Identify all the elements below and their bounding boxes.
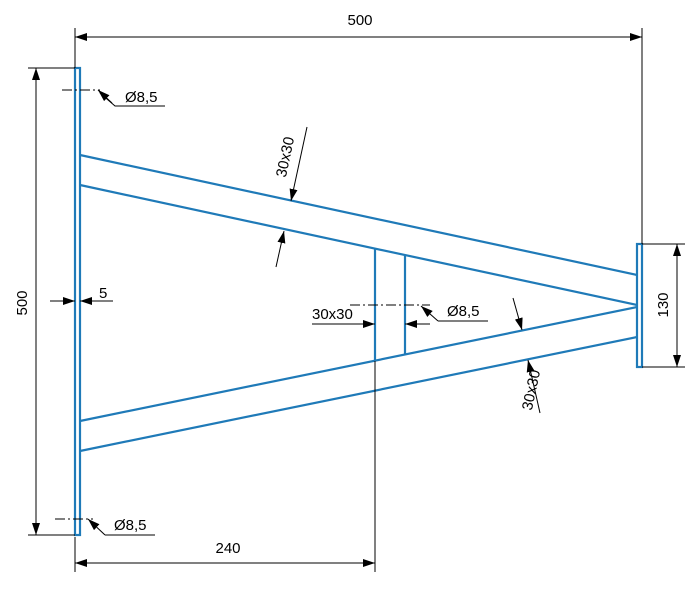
upper-arm-top-edge <box>79 153 638 277</box>
end-plate-dimension: 130 <box>642 243 685 368</box>
top-hole-label: Ø8,5 <box>125 89 158 106</box>
center-lines <box>55 89 430 520</box>
profile-arrow <box>289 126 308 202</box>
leader-arrow <box>87 518 106 536</box>
width-label: 500 <box>347 12 372 29</box>
width-dimension: 500 <box>74 12 643 244</box>
strut-offset-label: 240 <box>215 540 240 557</box>
leader-arrow <box>420 305 439 322</box>
strut-hole-callout: Ø8,5 <box>420 303 488 322</box>
profile-arrow <box>526 359 541 414</box>
strut-profile-label: 30x30 <box>312 306 353 323</box>
thickness-label: 5 <box>99 285 107 302</box>
bottom-hole-callout: Ø8,5 <box>87 517 155 536</box>
end-plate-label: 130 <box>655 292 672 317</box>
profile-arrow <box>275 230 286 268</box>
height-dimension: 500 <box>14 67 75 536</box>
profile-arrow <box>512 297 523 331</box>
bracket-geometry <box>73 66 644 537</box>
lower-arm-bottom-edge <box>79 335 638 453</box>
lower-profile-dimension: 30x30 <box>512 297 544 414</box>
upper-arm-bottom-edge <box>79 183 638 307</box>
wall-plate <box>73 66 82 537</box>
strut-hole-label: Ø8,5 <box>447 303 480 320</box>
lower-profile-label: 30x30 <box>519 368 544 412</box>
thickness-dimension: 5 <box>50 285 113 305</box>
strut-offset-dimension: 240 <box>74 361 376 572</box>
strut-profile-dimension: 30x30 <box>312 306 430 328</box>
end-plate <box>635 242 644 369</box>
top-hole-callout: Ø8,5 <box>97 89 165 107</box>
lower-arm-top-edge <box>79 305 638 423</box>
bottom-hole-label: Ø8,5 <box>114 517 147 534</box>
height-label: 500 <box>14 290 31 315</box>
leader-arrow <box>97 89 113 104</box>
upper-profile-label: 30x30 <box>273 135 298 179</box>
